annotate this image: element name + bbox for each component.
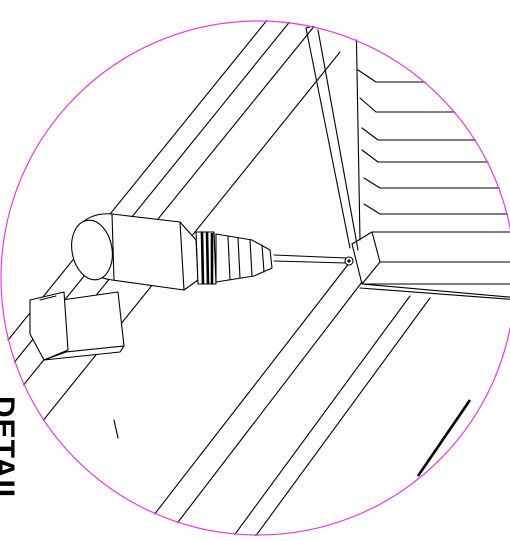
vertical-post xyxy=(305,20,361,251)
shadow-wedge-2 xyxy=(438,439,476,491)
drill-handle xyxy=(61,291,125,353)
screw xyxy=(273,254,354,266)
horizontal-rail xyxy=(351,231,510,301)
drill-chuck xyxy=(215,233,273,283)
drill xyxy=(29,213,273,361)
detail-label: DETAIL xyxy=(0,396,20,509)
tick-mark xyxy=(113,419,119,439)
slats xyxy=(357,69,510,215)
detail-circle xyxy=(0,20,510,536)
drill-battery xyxy=(29,291,69,361)
shadow-wedge xyxy=(416,399,472,477)
